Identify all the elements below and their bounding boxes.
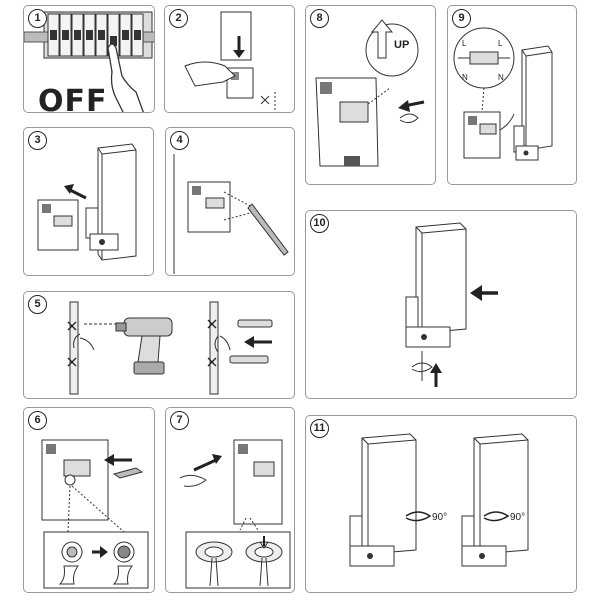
- step-number: 2: [169, 9, 188, 28]
- drill-icon: [115, 317, 173, 375]
- step-8-panel: 8 UP: [305, 5, 436, 185]
- wall-drilling-illustration: [67, 301, 273, 395]
- step-5-panel: 5: [23, 291, 295, 399]
- wiring-illustration: L L N N: [453, 27, 553, 161]
- step-4-panel: 4: [165, 127, 295, 276]
- arrow-icon: [244, 336, 254, 348]
- hand-icon: [107, 43, 144, 112]
- step-number: 9: [452, 9, 471, 28]
- cable-gland-illustration: [179, 439, 291, 589]
- step-number: 8: [310, 9, 329, 28]
- cover-removal-illustration: [173, 154, 289, 274]
- wire-label-l: L: [462, 39, 467, 48]
- step-number: 1: [28, 9, 47, 28]
- arrow-icon: [470, 285, 482, 301]
- wire-label-n2: N: [498, 73, 504, 82]
- step-9-panel: 9 L L N N: [447, 5, 577, 185]
- rotation-arrow-icon: [405, 511, 432, 522]
- rotation-arrow-icon: [399, 113, 419, 124]
- rotation-arrow-icon: [411, 362, 433, 373]
- lamp-housing-icon: [361, 433, 417, 555]
- step-number: 5: [28, 295, 47, 314]
- step-1-panel: 1 OFF: [23, 5, 155, 113]
- cable-entry-illustration: [41, 439, 149, 589]
- step-7-panel: 7: [165, 407, 295, 593]
- arrow-icon: [212, 454, 222, 464]
- lamp-housing-icon: [415, 222, 467, 334]
- wire-label-l2: L: [498, 39, 503, 48]
- step-number: 4: [170, 131, 189, 150]
- hand-icon: [184, 61, 236, 87]
- wire-label-n: N: [462, 73, 468, 82]
- step-2-panel: 2: [164, 5, 295, 113]
- up-arrow-icon: [370, 19, 394, 59]
- step-10-panel: 10: [305, 210, 577, 399]
- arrow-icon: [233, 50, 245, 58]
- screwdriver-icon: [247, 203, 289, 256]
- step-number: 11: [310, 419, 329, 438]
- mounting-plate-illustration: UP: [315, 19, 425, 167]
- wall-plug-icon: [229, 319, 273, 364]
- step-number: 7: [170, 411, 189, 430]
- step-6-panel: 6: [23, 407, 155, 593]
- arrow-icon: [398, 100, 410, 112]
- step-11-panel: 11 90° 90°: [305, 415, 577, 593]
- up-label: UP: [394, 39, 409, 51]
- arrow-icon: [64, 184, 74, 194]
- step-3-panel: 3: [23, 127, 154, 276]
- angle-label-right: 90°: [510, 512, 525, 523]
- off-label: OFF: [38, 84, 108, 113]
- circuit-breaker-icon: [24, 11, 154, 112]
- lamp-mounting-illustration: [405, 222, 498, 387]
- lamp-removal-illustration: [184, 11, 276, 110]
- step-number: 6: [28, 411, 47, 430]
- step-number: 10: [310, 214, 329, 233]
- lamp-housing-icon: [37, 143, 137, 261]
- arrow-icon: [104, 454, 114, 466]
- lamp-adjustment-illustration: 90° 90°: [349, 433, 529, 567]
- screwdriver-icon: [112, 467, 144, 479]
- angle-label-left: 90°: [432, 512, 447, 523]
- step-number: 3: [28, 131, 47, 150]
